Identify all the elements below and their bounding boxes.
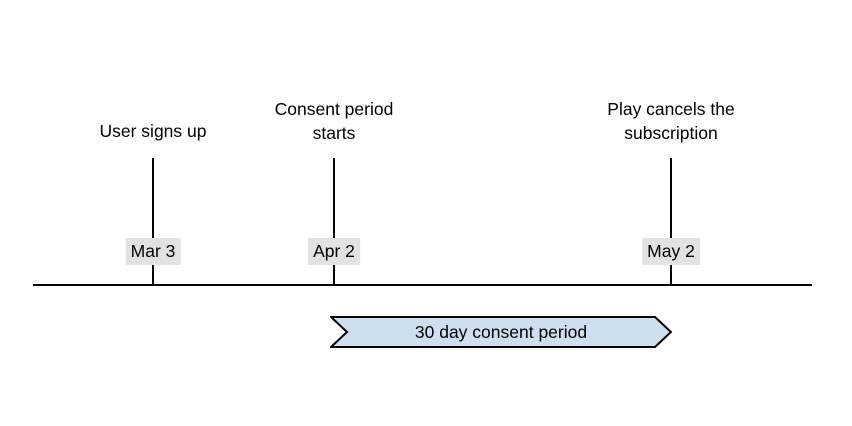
event-label-consent-period-starts: Consent period starts [274,99,394,143]
consent-period-banner-label: 30 day consent period [414,322,588,342]
timeline-axis [33,284,812,286]
chevron-ribbon-shape [330,316,672,348]
event-tick-line [670,158,672,285]
event-tick-line [333,158,335,285]
consent-period-banner: 30 day consent period [330,316,672,348]
event-date-badge-mar-3: Mar 3 [125,238,181,265]
event-label-play-cancels-subscription: Play cancels the subscription [607,99,735,143]
event-tick-line [152,158,154,285]
event-date-badge-may-2: May 2 [642,238,700,265]
event-label-user-signs-up: User signs up [99,121,207,141]
event-date-badge-apr-2: Apr 2 [308,238,360,265]
